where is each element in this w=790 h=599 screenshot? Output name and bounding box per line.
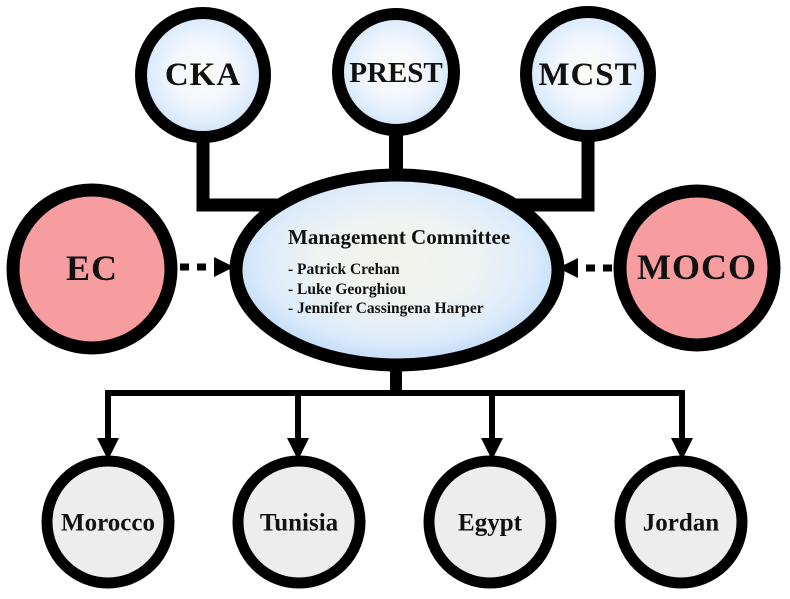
arrow-down-tunisia (287, 390, 309, 460)
node-ec-circle (6, 183, 178, 355)
arrow-down-jordan (671, 390, 693, 460)
arrow-down-morocco (97, 390, 119, 460)
node-moco-label: MOCO (637, 247, 757, 287)
arrow-down-egypt (481, 390, 503, 460)
connector-mcst-to-committee (510, 128, 595, 212)
committee-ellipse (229, 168, 565, 372)
node-management-committee: Management Committee - Patrick Crehan - … (229, 168, 565, 372)
dashed-arrow-ec-to-committee (180, 257, 234, 277)
committee-title: Management Committee (288, 225, 510, 249)
arrow-down-icon (287, 438, 309, 460)
node-cka-label: CKA (165, 57, 241, 93)
committee-member: - Luke Georghiou (288, 281, 406, 298)
node-tunisia-label: Tunisia (260, 510, 339, 537)
node-mcst-circle (520, 6, 656, 142)
node-jordan-circle (614, 455, 748, 589)
node-jordan-label: Jordan (643, 510, 720, 537)
arrow-right-icon (214, 257, 234, 277)
node-egypt: Egypt (423, 455, 557, 589)
node-mcst-label: MCST (538, 57, 637, 93)
node-egypt-label: Egypt (458, 510, 523, 537)
dashed-arrow-moco-to-committee (558, 258, 612, 278)
node-jordan: Jordan (614, 455, 748, 589)
node-prest: PREST (332, 8, 460, 136)
arrow-down-icon (671, 438, 693, 460)
connector-cka-to-committee (196, 128, 282, 212)
node-ec: EC (6, 183, 178, 355)
node-moco-circle (613, 184, 781, 352)
arrow-left-icon (558, 258, 578, 278)
committee-member: - Jennifer Cassingena Harper (288, 300, 484, 317)
arrow-down-icon (97, 438, 119, 460)
country-arrows (97, 390, 693, 460)
node-tunisia: Tunisia (232, 455, 366, 589)
node-morocco-circle (41, 455, 175, 589)
node-moco: MOCO (613, 184, 781, 352)
committee-member: - Patrick Crehan (288, 261, 400, 278)
node-morocco: Morocco (41, 455, 175, 589)
node-morocco-label: Morocco (61, 510, 155, 537)
node-prest-circle (332, 8, 460, 136)
node-prest-label: PREST (349, 57, 442, 89)
node-tunisia-circle (232, 455, 366, 589)
arrow-down-icon (481, 438, 503, 460)
node-ec-label: EC (66, 248, 118, 288)
node-mcst: MCST (520, 6, 656, 142)
node-egypt-circle (423, 455, 557, 589)
node-cka: CKA (135, 7, 271, 143)
node-cka-circle (135, 7, 271, 143)
